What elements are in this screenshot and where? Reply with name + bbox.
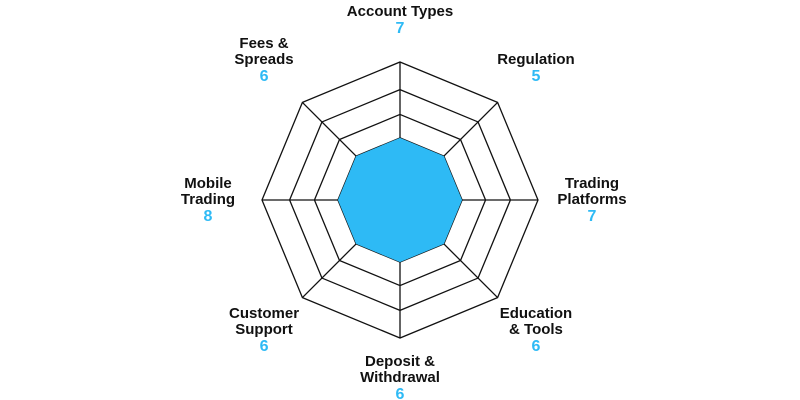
axis-label: Fees & bbox=[239, 35, 288, 52]
axis-label: Platforms bbox=[557, 191, 626, 208]
axis-score: 7 bbox=[396, 20, 405, 37]
axis-label: Spreads bbox=[234, 51, 293, 68]
axis-label: Account Types bbox=[347, 3, 453, 20]
grid-spoke-4 bbox=[443, 243, 499, 299]
axis-score: 6 bbox=[396, 386, 405, 400]
axis-score: 6 bbox=[260, 68, 269, 85]
axis-score: 6 bbox=[260, 338, 269, 355]
axis-score: 7 bbox=[588, 208, 597, 225]
radar-axis-labels: Account Types7Regulation5TradingPlatform… bbox=[181, 3, 627, 400]
radar-series bbox=[337, 137, 463, 263]
axis-score: 5 bbox=[532, 68, 541, 85]
axis-label: Trading bbox=[565, 175, 619, 192]
axis-label: Education bbox=[500, 305, 573, 322]
axis-score: 6 bbox=[532, 338, 541, 355]
axis-label: Support bbox=[235, 321, 293, 338]
axis-score: 8 bbox=[204, 208, 213, 225]
grid-spoke-2 bbox=[443, 101, 499, 157]
axis-label: & Tools bbox=[509, 321, 563, 338]
axis-label: Deposit & bbox=[365, 353, 435, 370]
axis-label: Regulation bbox=[497, 51, 575, 68]
grid-spoke-6 bbox=[301, 243, 357, 299]
score-area bbox=[337, 137, 463, 263]
grid-spoke-8 bbox=[301, 101, 357, 157]
axis-label: Trading bbox=[181, 191, 235, 208]
axis-label: Withdrawal bbox=[360, 369, 440, 386]
axis-label: Mobile bbox=[184, 175, 232, 192]
axis-label: Customer bbox=[229, 305, 299, 322]
radar-grid bbox=[261, 61, 539, 339]
